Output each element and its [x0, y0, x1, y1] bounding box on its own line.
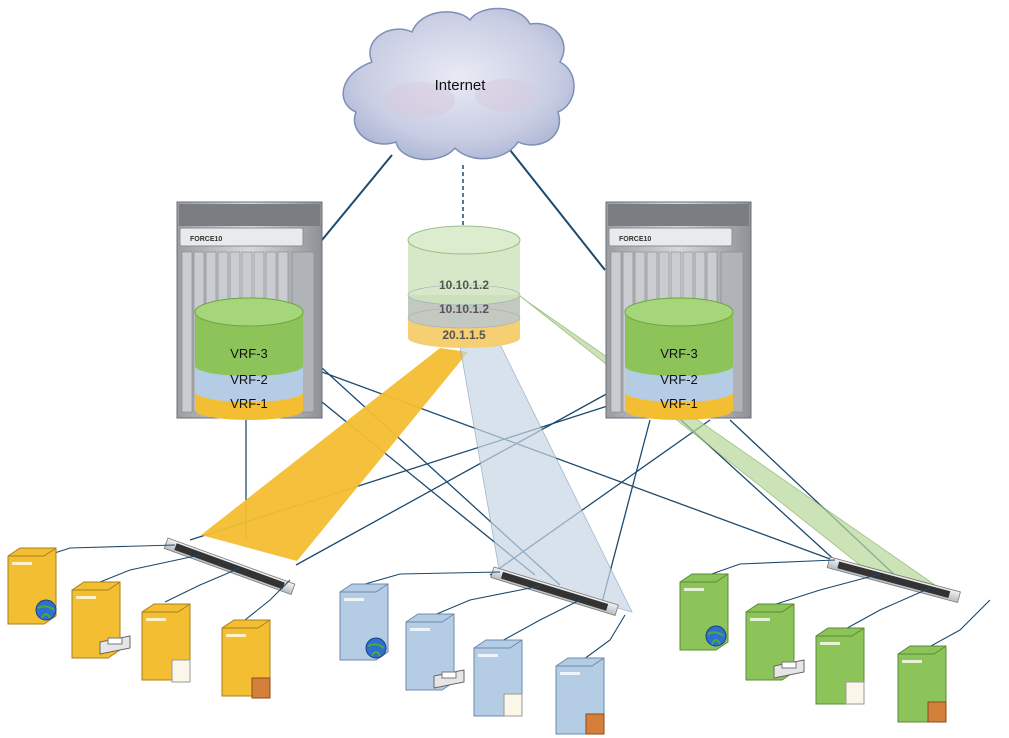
shared-service-stack[interactable]: 10.10.1.2 10.10.1.2 20.1.1.5 [407, 225, 521, 348]
vrf-stack-right: VRF-3 VRF-2 VRF-1 [624, 297, 734, 420]
server-group-vrf2 [339, 583, 605, 735]
vrf-label: VRF-1 [230, 396, 268, 411]
server-group-vrf1 [7, 547, 271, 699]
switch-right[interactable] [826, 556, 961, 604]
uplink-left [321, 154, 393, 241]
vrf-stack-left: VRF-3 VRF-2 VRF-1 [194, 297, 304, 420]
router-left-brand: FORCE10 [190, 236, 222, 243]
document-server-icon[interactable] [473, 639, 523, 717]
vrf1-beam [201, 348, 468, 561]
shared-address: 20.1.1.5 [442, 328, 486, 342]
printer-server-icon[interactable] [405, 613, 465, 691]
switch-left[interactable] [163, 537, 296, 596]
printer-server-icon[interactable] [745, 603, 805, 681]
cloud-label: Internet [435, 77, 487, 94]
media-server-icon[interactable] [221, 619, 271, 699]
internet-cloud: Internet [342, 7, 575, 161]
vrf-label: VRF-3 [230, 346, 268, 361]
media-server-icon[interactable] [555, 657, 605, 735]
document-server-icon[interactable] [815, 627, 865, 705]
vrf-label: VRF-2 [660, 372, 698, 387]
vrf-label: VRF-3 [660, 346, 698, 361]
router-right-brand: FORCE10 [619, 236, 651, 243]
globe-server-icon[interactable] [679, 573, 729, 651]
vrf-label: VRF-2 [230, 372, 268, 387]
printer-server-icon[interactable] [71, 581, 131, 659]
shared-address: 10.10.1.2 [439, 302, 489, 316]
server-group-vrf3 [679, 573, 947, 723]
document-server-icon[interactable] [141, 603, 191, 683]
globe-server-icon[interactable] [339, 583, 389, 661]
globe-server-icon[interactable] [7, 547, 57, 625]
media-server-icon[interactable] [897, 645, 947, 723]
vrf-label: VRF-1 [660, 396, 698, 411]
shared-address: 10.10.1.2 [439, 278, 489, 292]
uplink-right [509, 149, 606, 271]
